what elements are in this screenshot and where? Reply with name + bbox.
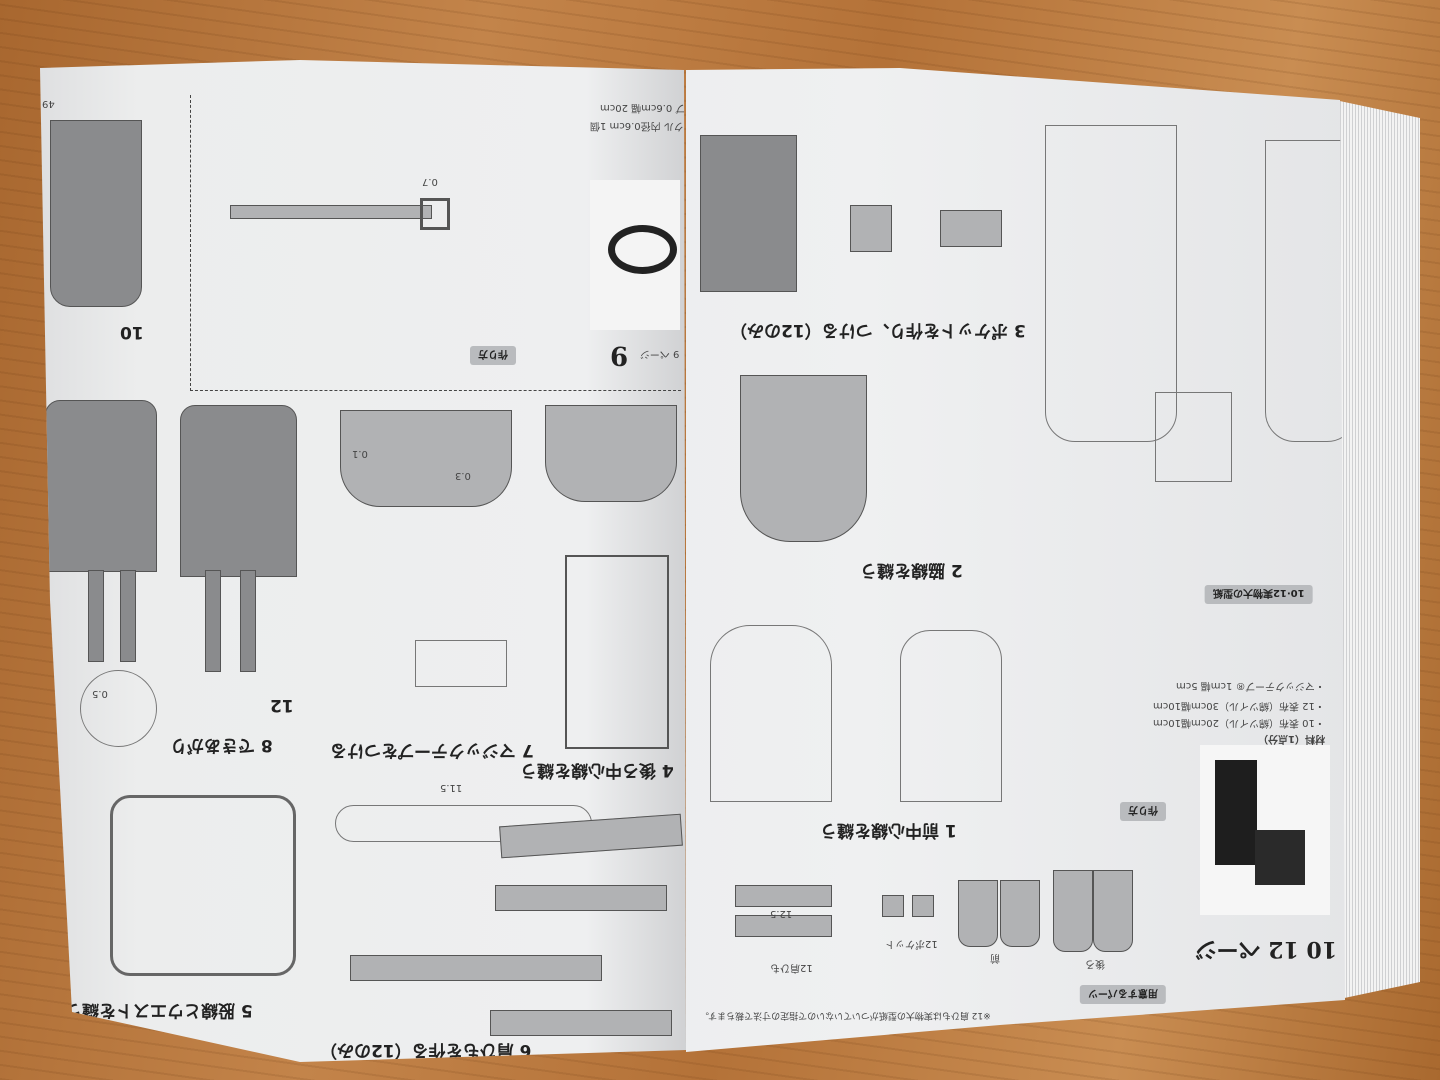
strap (240, 570, 256, 672)
part-back-a (1053, 870, 1093, 952)
model-10-label: 10 (120, 322, 144, 342)
step-7-diagram (340, 410, 512, 507)
ref-numbers: 10 12 ページ (1195, 936, 1338, 962)
material-3: ・マジックテープ® 1cm幅 5cm (1176, 680, 1325, 691)
part-strap-b (735, 915, 832, 937)
strap (205, 570, 221, 672)
part-front-a (958, 880, 998, 947)
section-9-ref: 9 ページ (640, 348, 680, 359)
pocket-piece (940, 210, 1002, 247)
pattern-front (1045, 125, 1177, 442)
step-3-heading: 3 ポケットを作り、つける（12のみ） (730, 320, 1026, 340)
dim-0-5: 0.5 (92, 688, 108, 699)
strap-step-c (350, 955, 602, 981)
velcro-detail (415, 640, 507, 687)
section-9-number: 9 (610, 340, 629, 370)
part-front-b (1000, 880, 1040, 947)
material-1: ・10 表布（綿ツイル）20cm幅10cm (1153, 717, 1325, 728)
finished-photo (1200, 745, 1330, 915)
strap (88, 570, 104, 662)
step-1-pattern (900, 630, 1002, 802)
pattern-back (1265, 140, 1345, 442)
part-label-back: 後ろ (1085, 958, 1105, 969)
pattern-label: 10·12実物大の型紙 (1205, 585, 1313, 604)
strap-step-d (490, 1010, 672, 1036)
assembled-front-view (180, 405, 297, 577)
belt-tape (230, 205, 432, 219)
dim-12-5: 12.5 (770, 908, 793, 919)
assembled-back-view (45, 400, 157, 572)
how-to-label-right: 作り方 (1120, 802, 1166, 821)
step-8-heading: 8 できあがり (170, 735, 273, 755)
step-2-heading: 2 脇線を縫う (860, 560, 963, 580)
material-2: ・12 表布（綿ツイル）30cm幅10cm (1153, 700, 1325, 711)
belt-photo (590, 180, 680, 330)
how-to-label: 作り方 (470, 346, 516, 365)
step-4-diagram (545, 405, 677, 502)
pocket-fold (850, 205, 892, 252)
buckle (420, 198, 450, 230)
pocket-photo-detail (700, 135, 797, 292)
part-label-front: 前 (990, 952, 1000, 963)
book-page-edges (1335, 100, 1420, 1000)
step-1-heading: 1 前中心線を縫う (820, 820, 957, 840)
parts-label: 用意するパーツ (1080, 985, 1166, 1004)
model-10-back (50, 120, 142, 307)
part-strap-a (735, 885, 832, 907)
page-number: 49 (42, 98, 55, 109)
model-12-label: 12 (270, 695, 294, 715)
dim-11-5: 11.5 (440, 782, 463, 793)
dim-0-1: 0.1 (352, 448, 368, 459)
part-label-strap: 12肩ひも (770, 962, 813, 973)
part-back-b (1093, 870, 1133, 952)
step-4-sewing-diagram (565, 555, 669, 749)
step-5-diagram (110, 795, 296, 976)
strap-step-b (495, 885, 667, 911)
strap (120, 570, 136, 662)
dim-0-3: 0.3 (455, 470, 471, 481)
part-label-pocket: 12ポケット (885, 938, 938, 949)
detail-circle (80, 670, 157, 747)
step-7-heading: 7 マジックテープをつける (330, 740, 534, 760)
cutting-note: ※12 肩ひもは実物大の型紙がついていないので指定の寸法で裁ちます。 (700, 1010, 991, 1020)
left-page: 49 9 9 ページ 作り方 バックル 内径0.6cm 1個 テープ 0.6cm… (40, 60, 686, 1062)
part-pocket-b (912, 895, 934, 917)
pattern-pocket (1155, 392, 1232, 482)
step-4-heading: 4 後ろ中心線を縫う (520, 760, 674, 780)
step-1-diagram (710, 625, 832, 802)
section-9-box (190, 95, 681, 391)
dim-0-7: 0.7 (422, 176, 438, 187)
part-pocket-a (882, 895, 904, 917)
step-2-diagram (740, 375, 867, 542)
